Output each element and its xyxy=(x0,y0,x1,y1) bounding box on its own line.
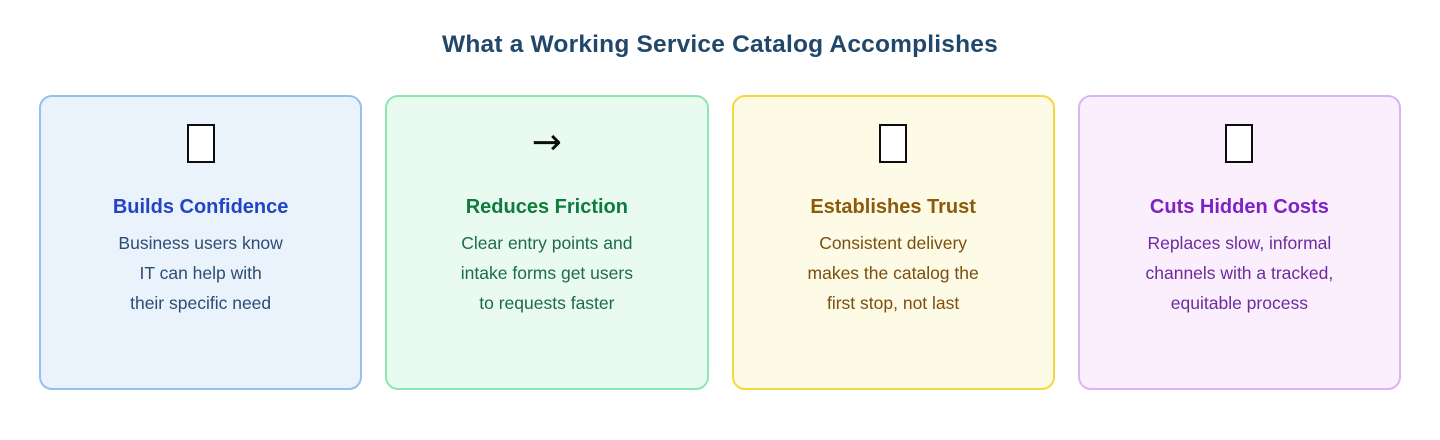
right-arrow-icon: → xyxy=(531,122,562,163)
card-reduces-friction: → Reduces Friction Clear entry points an… xyxy=(385,95,709,390)
missing-glyph-icon xyxy=(1225,123,1254,163)
card-body: Business users know IT can help with the… xyxy=(118,233,283,313)
card-title: Reduces Friction xyxy=(465,196,628,218)
card-body: Consistent delivery makes the catalog th… xyxy=(807,233,979,313)
card-builds-confidence: Builds Confidence Business users know IT… xyxy=(39,95,363,390)
page-title: What a Working Service Catalog Accomplis… xyxy=(442,31,998,58)
card-title: Establishes Trust xyxy=(810,196,976,218)
card-icon-area xyxy=(734,121,1053,165)
card-title: Builds Confidence xyxy=(112,196,289,218)
card-establishes-trust: Establishes Trust Consistent delivery ma… xyxy=(731,95,1055,390)
card-icon-area xyxy=(41,121,360,165)
cards-row: Builds Confidence Business users know IT… xyxy=(0,95,1440,390)
card-body: Replaces slow, informal channels with a … xyxy=(1145,233,1334,313)
card-body: Clear entry points and intake forms get … xyxy=(460,233,633,313)
card-icon-area: → xyxy=(387,121,706,165)
card-title: Cuts Hidden Costs xyxy=(1149,196,1329,218)
missing-glyph-icon xyxy=(186,123,215,163)
card-icon-area xyxy=(1080,121,1399,165)
missing-glyph-icon xyxy=(879,123,908,163)
card-cuts-hidden-costs: Cuts Hidden Costs Replaces slow, informa… xyxy=(1077,95,1401,390)
